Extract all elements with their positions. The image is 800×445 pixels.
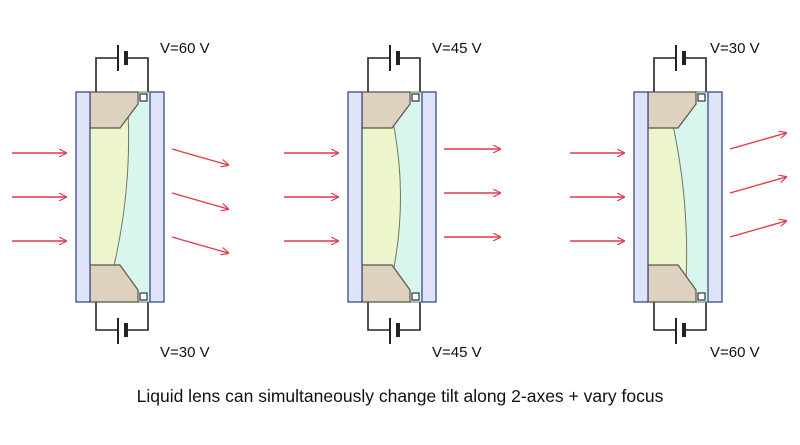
outgoing-ray-1 xyxy=(729,133,786,150)
window-left xyxy=(347,91,363,303)
window-left xyxy=(75,91,91,303)
seal-top xyxy=(139,93,148,102)
window-right xyxy=(421,91,437,303)
oil-region xyxy=(362,112,401,282)
meniscus xyxy=(669,111,688,283)
oil-region xyxy=(648,112,687,282)
bottom-wire-left xyxy=(95,302,118,331)
top-wire-left xyxy=(95,57,118,92)
top-wire-right xyxy=(398,57,421,92)
lens-panel-3 xyxy=(570,45,786,344)
voltage-label-top-1: V=60 V xyxy=(160,40,210,57)
top-wire-left xyxy=(653,57,676,92)
outgoing-ray-3 xyxy=(171,236,228,253)
outgoing-ray-2 xyxy=(729,177,786,194)
bottom-wire-right xyxy=(684,302,707,331)
top-wire-left xyxy=(367,57,390,92)
seal-bottom xyxy=(697,292,706,301)
outgoing-ray-1 xyxy=(171,148,228,165)
bottom-wire-right xyxy=(126,302,149,331)
lens-panel-2 xyxy=(284,45,500,344)
seal-bottom xyxy=(139,292,148,301)
voltage-label-bottom-2: V=45 V xyxy=(432,344,482,361)
top-wire-right xyxy=(684,57,707,92)
outgoing-ray-2 xyxy=(171,192,228,209)
seal-top xyxy=(411,93,420,102)
outgoing-ray-3 xyxy=(729,221,786,238)
lens-panel-1 xyxy=(12,45,228,344)
seal-bottom xyxy=(411,292,420,301)
voltage-label-bottom-1: V=30 V xyxy=(160,344,210,361)
voltage-label-top-2: V=45 V xyxy=(432,40,482,57)
window-right xyxy=(707,91,723,303)
meniscus xyxy=(390,111,401,283)
window-left xyxy=(633,91,649,303)
window-right xyxy=(149,91,165,303)
meniscus xyxy=(109,111,130,283)
top-wire-right xyxy=(126,57,149,92)
caption: Liquid lens can simultaneously change ti… xyxy=(136,386,664,406)
bottom-wire-left xyxy=(367,302,390,331)
bottom-wire-right xyxy=(398,302,421,331)
voltage-label-bottom-3: V=60 V xyxy=(710,344,760,361)
voltage-label-top-3: V=30 V xyxy=(710,40,760,57)
bottom-wire-left xyxy=(653,302,676,331)
seal-top xyxy=(697,93,706,102)
